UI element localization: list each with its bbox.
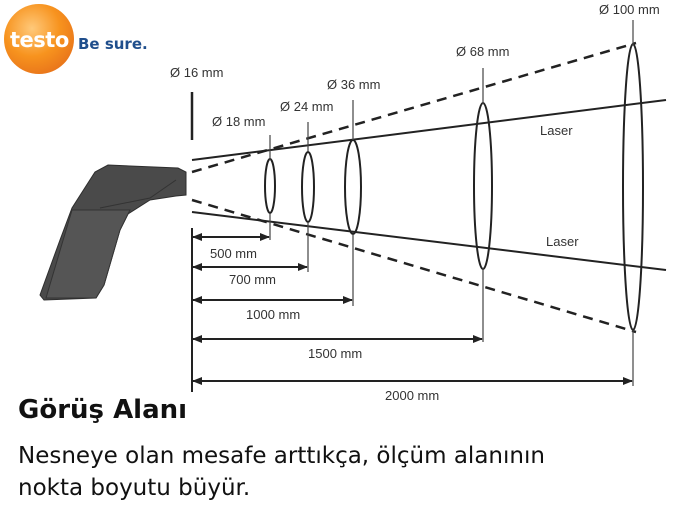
laser-label-top: Laser — [540, 123, 573, 138]
diameter-label-68: Ø 68 mm — [456, 44, 509, 59]
measuring-cone-bottom — [191, 198, 637, 334]
distance-label-1000: 1000 mm — [246, 307, 300, 322]
section-title: Görüş Alanı — [18, 395, 188, 425]
diameter-label-36: Ø 36 mm — [327, 77, 380, 92]
logo-orange-ball — [4, 4, 74, 74]
distance-label-1500: 1500 mm — [308, 346, 362, 361]
diameter-label-100: Ø 100 mm — [599, 2, 660, 17]
diameter-label-24: Ø 24 mm — [280, 99, 333, 114]
laser-line-bottom — [191, 211, 667, 271]
distance-arrows — [192, 233, 633, 385]
laser-line-top — [191, 99, 667, 161]
distance-label-2000: 2000 mm — [385, 388, 439, 403]
testo-logo: testo Be sure. — [4, 4, 184, 76]
section-description: Nesneye olan mesafe arttıkça, ölçüm alan… — [18, 443, 545, 501]
label-leaders — [269, 20, 634, 386]
measuring-cone-top — [191, 41, 637, 174]
diameter-label-16: Ø 16 mm — [170, 65, 223, 80]
logo-tagline: Be sure. — [78, 35, 148, 53]
diameter-label-18: Ø 18 mm — [212, 114, 265, 129]
distance-label-500: 500 mm — [210, 246, 257, 261]
logo-wordmark: testo — [10, 28, 69, 52]
spot-ellipses — [264, 43, 644, 331]
laser-label-bottom: Laser — [546, 234, 579, 249]
distance-label-700: 700 mm — [229, 272, 276, 287]
thermometer-gun-icon — [39, 164, 187, 301]
